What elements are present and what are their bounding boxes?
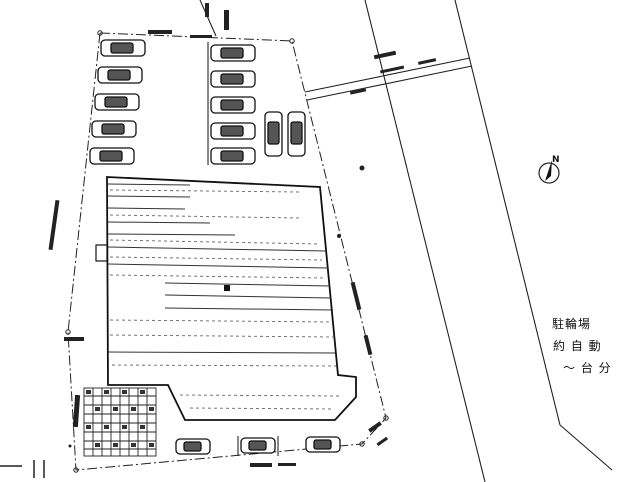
bottom-left-marks — [0, 460, 45, 478]
dimension-labels — [48, 3, 437, 467]
north-arrow-label: N — [552, 155, 560, 165]
parking-vertical-pair — [264, 111, 306, 157]
main-building — [95, 176, 357, 421]
handwritten-note-line-3: 〜 台 分 — [563, 361, 612, 375]
bicycle-parking-grid — [83, 387, 157, 457]
north-arrow-icon — [538, 160, 560, 184]
site-markers — [68, 165, 365, 448]
parking-column-left — [89, 39, 146, 165]
parking-bottom-row — [175, 436, 341, 456]
bicycle-grid-marks — [86, 390, 154, 447]
site-boundary — [67, 32, 387, 471]
parking-column-middle — [207, 42, 256, 165]
handwritten-note-line-2: 約 自 動 — [553, 339, 602, 353]
corner-markers — [65, 30, 389, 473]
road-lines — [199, 0, 613, 482]
handwritten-note-line-1: 駐輪場 — [552, 317, 592, 331]
